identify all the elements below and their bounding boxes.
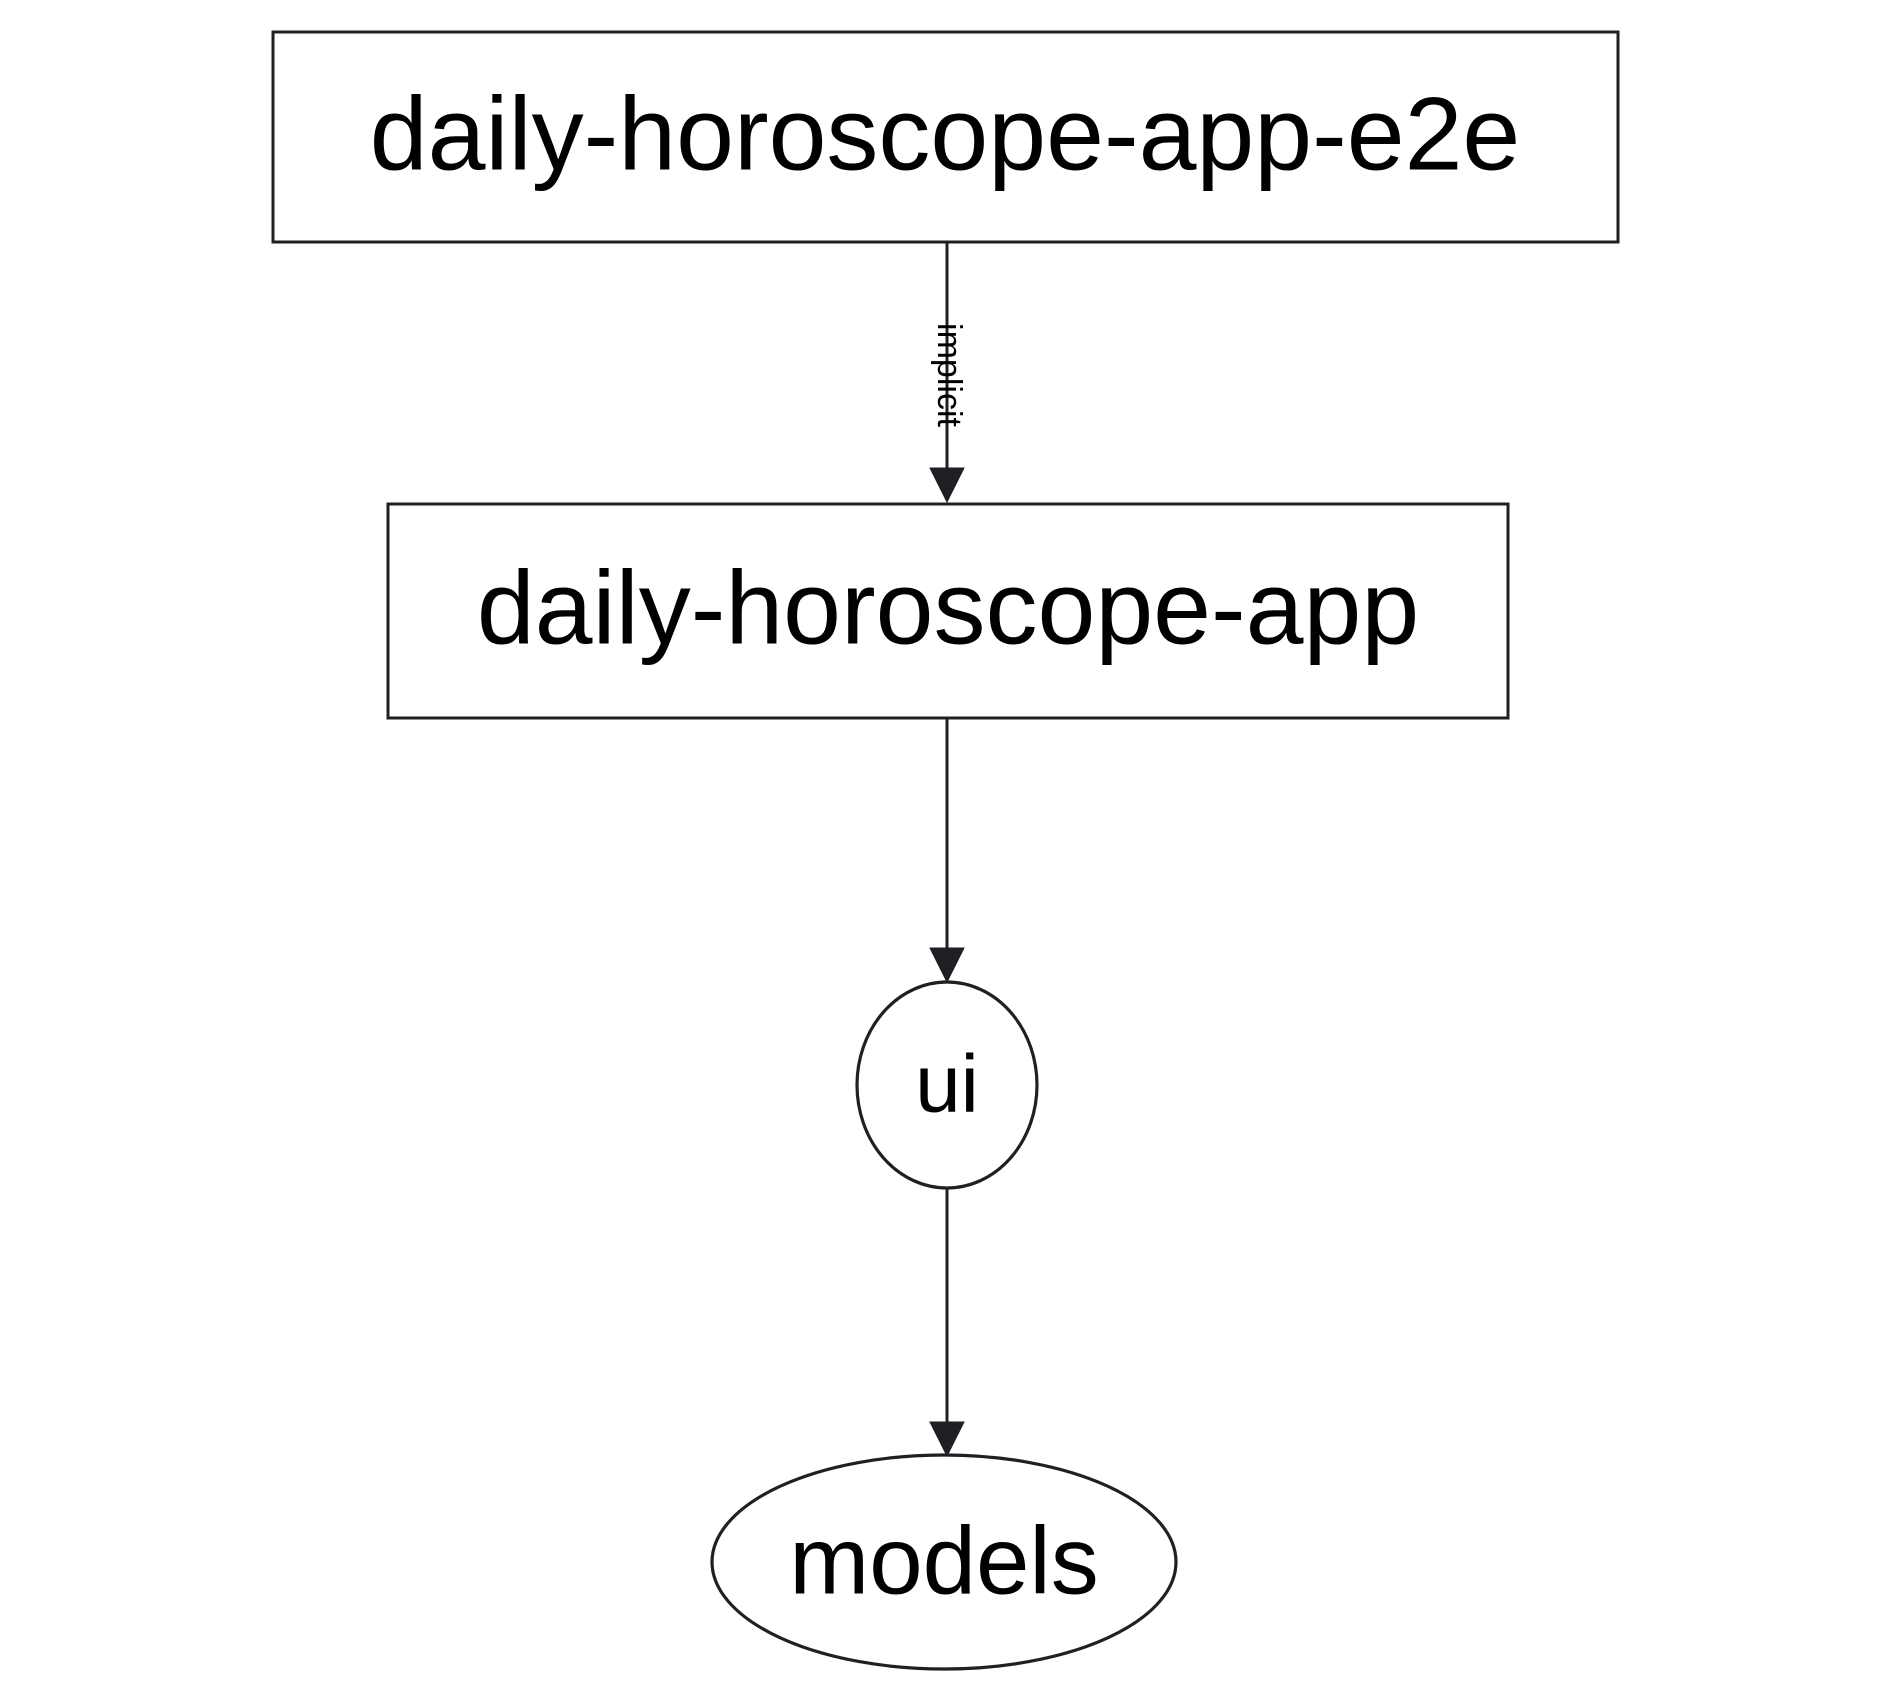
node-ellipse-models [710, 1453, 1178, 1671]
edge-e2e-to-app[interactable]: implicit [929, 242, 968, 504]
node-rect-app [386, 502, 1510, 720]
node-ui[interactable]: ui [855, 980, 1039, 1190]
node-label-ui: ui [915, 1039, 979, 1130]
edge-label-implicit: implicit [930, 323, 968, 427]
arrowhead-icon [929, 467, 965, 504]
node-label-daily-horoscope-app: daily-horoscope-app [477, 550, 1419, 666]
node-daily-horoscope-app[interactable]: daily-horoscope-app [386, 502, 1510, 720]
arrowhead-icon [929, 1421, 965, 1458]
node-rect-e2e [271, 30, 1620, 244]
node-daily-horoscope-app-e2e[interactable]: daily-horoscope-app-e2e [271, 30, 1620, 244]
arrowhead-icon [929, 947, 965, 984]
node-label-models: models [789, 1507, 1098, 1614]
node-label-daily-horoscope-app-e2e: daily-horoscope-app-e2e [370, 76, 1521, 192]
edge-app-to-ui[interactable] [929, 718, 965, 984]
node-models[interactable]: models [710, 1453, 1178, 1671]
edge-ui-to-models[interactable] [929, 1188, 965, 1458]
node-ellipse-ui [855, 980, 1039, 1190]
